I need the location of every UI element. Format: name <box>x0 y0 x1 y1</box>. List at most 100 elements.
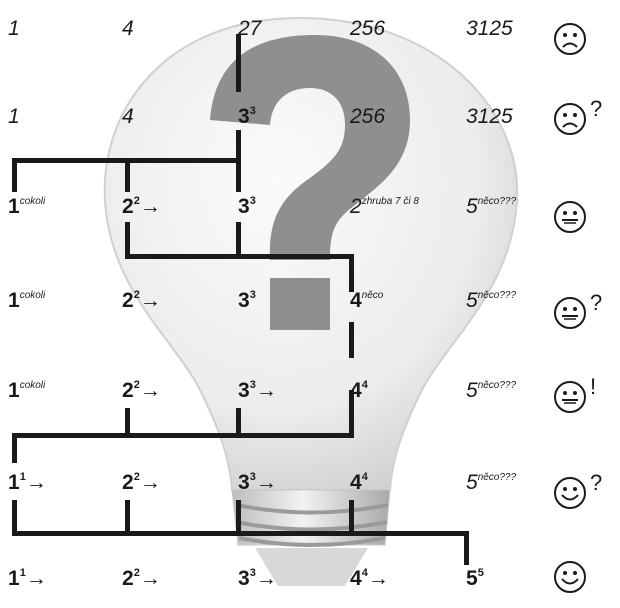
cell-base: 5 <box>466 289 478 312</box>
cell-base: 2 <box>122 471 134 494</box>
cell-base: 4 <box>350 379 362 402</box>
cell-base: 1 <box>8 289 20 312</box>
table-cell: 22→ <box>122 196 161 217</box>
cell-exponent: 3 <box>250 105 256 117</box>
exponent-note: něco??? <box>478 380 516 391</box>
exponent-note: něco <box>362 290 384 301</box>
exponent-note: něco??? <box>478 196 516 207</box>
table-cell: 3125 <box>466 106 513 127</box>
cell-exponent: 4 <box>362 471 368 483</box>
cell-base: 3 <box>238 105 250 128</box>
connector-line <box>464 531 469 565</box>
exponent-note: zhruba 7 či 8 <box>362 196 419 207</box>
cell-base: 1 <box>8 379 20 402</box>
right-arrow-icon: → <box>140 289 161 312</box>
table-cell: 3125 <box>466 18 513 39</box>
table-cell: 256 <box>350 106 385 127</box>
table-cell: 256 <box>350 18 385 39</box>
cell-base: 27 <box>238 17 261 40</box>
cell-base: 1 <box>8 471 20 494</box>
cell-exponent: 3 <box>250 289 256 301</box>
exponent: 4 <box>362 471 368 483</box>
neutral-face-icon <box>553 200 587 234</box>
cell-note: něco <box>362 290 384 301</box>
cell-base: 4 <box>350 567 362 590</box>
cell-base: 1 <box>8 105 20 128</box>
neutral-face-icon <box>553 296 587 330</box>
right-arrow-icon: → <box>368 567 389 590</box>
table-cell: 33 <box>238 106 256 127</box>
right-arrow-icon: → <box>26 567 47 590</box>
right-arrow-icon: → <box>140 567 161 590</box>
cell-note: cokoli <box>20 290 46 301</box>
cell-note: zhruba 7 či 8 <box>362 196 419 207</box>
sad-face-icon <box>553 22 587 56</box>
cell-base: 3 <box>238 567 250 590</box>
connector-line <box>12 433 354 438</box>
table-cell: 33→ <box>238 380 277 401</box>
cell-base: 256 <box>350 17 385 40</box>
exponent: 3 <box>250 195 256 207</box>
row-mark: ? <box>590 472 602 494</box>
cell-base: 4 <box>350 289 362 312</box>
exponent: 3 <box>250 289 256 301</box>
cell-base: 1 <box>8 17 20 40</box>
table-cell: 11→ <box>8 472 47 493</box>
table-cell: 1cokoli <box>8 196 45 217</box>
cell-base: 3 <box>238 379 250 402</box>
right-arrow-icon: → <box>140 195 161 218</box>
exponent-note: cokoli <box>20 290 46 301</box>
connector-line <box>349 322 354 358</box>
right-arrow-icon: → <box>26 471 47 494</box>
cell-base: 1 <box>8 567 20 590</box>
exponent-note: cokoli <box>20 380 46 391</box>
table-cell: 22→ <box>122 380 161 401</box>
cell-base: 4 <box>122 105 134 128</box>
connector-line <box>12 158 17 192</box>
table-cell: 1 <box>8 18 20 39</box>
table-cell: 1 <box>8 106 20 127</box>
table-cell: 33→ <box>238 472 277 493</box>
cell-note: něco??? <box>478 380 516 391</box>
table-cell: 44 <box>350 380 368 401</box>
right-arrow-icon: → <box>140 471 161 494</box>
cell-exponent: 5 <box>478 567 484 579</box>
connector-line <box>236 34 241 92</box>
cell-note: něco??? <box>478 196 516 207</box>
connector-line <box>236 222 241 258</box>
cell-base: 3 <box>238 289 250 312</box>
table-cell: 44→ <box>350 568 389 589</box>
connector-line <box>125 254 354 259</box>
table-cell: 4něco <box>350 290 383 311</box>
table-cell: 22→ <box>122 568 161 589</box>
right-arrow-icon: → <box>256 567 277 590</box>
right-arrow-icon: → <box>140 379 161 402</box>
smiley-face-icon <box>553 476 587 510</box>
table-cell: 5něco??? <box>466 290 516 311</box>
table-cell: 33 <box>238 196 256 217</box>
cell-base: 4 <box>122 17 134 40</box>
exponent: 5 <box>478 567 484 579</box>
cell-note: něco??? <box>478 472 516 483</box>
cell-base: 3 <box>238 471 250 494</box>
exponent-note: něco??? <box>478 472 516 483</box>
sad-face-icon <box>553 102 587 136</box>
cell-base: 2 <box>122 195 134 218</box>
connector-line <box>236 130 241 192</box>
cell-note: cokoli <box>20 196 46 207</box>
table-cell: 1cokoli <box>8 290 45 311</box>
exponent: 3 <box>250 105 256 117</box>
connector-line <box>12 433 17 463</box>
table-cell: 5něco??? <box>466 196 516 217</box>
cell-base: 5 <box>466 567 478 590</box>
table-cell: 33→ <box>238 568 277 589</box>
cell-base: 3125 <box>466 105 513 128</box>
connector-line <box>125 158 130 192</box>
exponent-note: cokoli <box>20 196 46 207</box>
cell-note: něco??? <box>478 290 516 301</box>
cell-base: 2 <box>350 195 362 218</box>
cell-base: 2 <box>122 289 134 312</box>
table-cell: 11→ <box>8 568 47 589</box>
table-cell: 4 <box>122 18 134 39</box>
